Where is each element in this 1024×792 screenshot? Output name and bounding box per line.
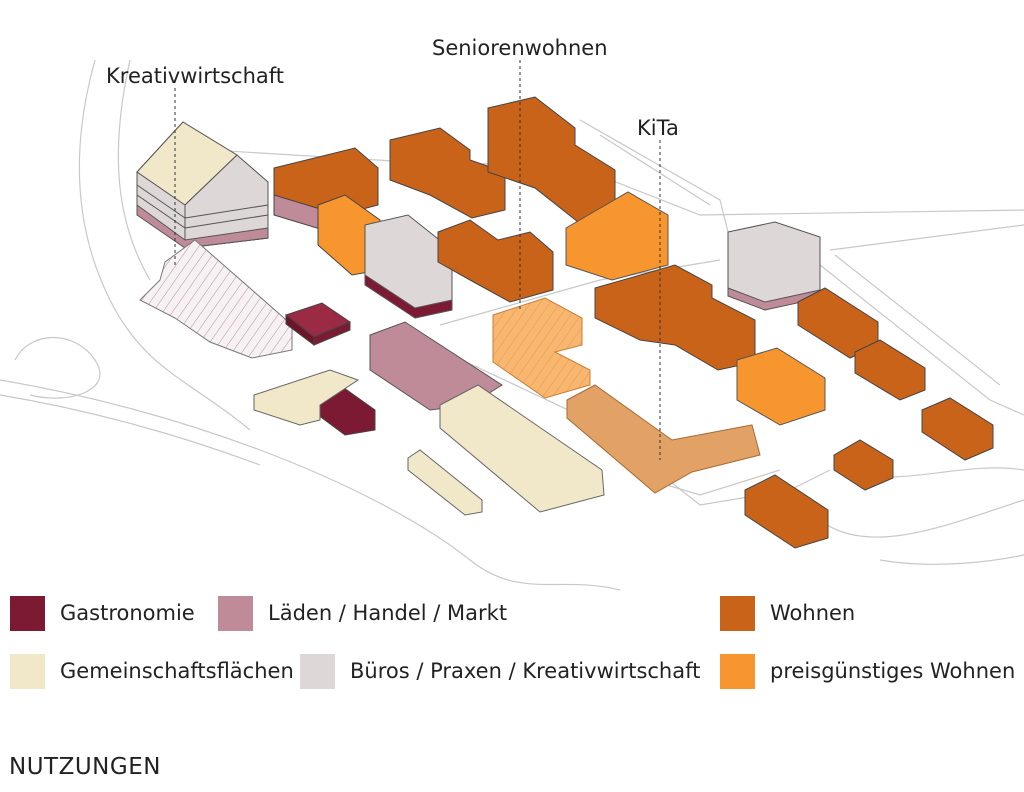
legend-swatch	[10, 654, 45, 689]
legend-swatch	[720, 654, 755, 689]
legend-label: Läden / Handel / Markt	[268, 601, 508, 625]
building-gemeinschaft-hall	[439, 384, 605, 513]
building-hatched-pavilion	[139, 239, 293, 359]
building-townhouses	[744, 287, 994, 549]
callout-kreativwirtschaft: Kreativwirtschaft	[106, 64, 285, 88]
legend-label: Gastronomie	[60, 601, 195, 625]
building-kreativwirtschaft	[136, 121, 269, 249]
callout-seniorenwohnen: Seniorenwohnen	[432, 36, 608, 60]
building-bueros-east	[727, 221, 821, 311]
legend-label: Gemeinschaftsflächen	[60, 659, 294, 683]
building-preisguenstig	[565, 191, 826, 426]
building-bueros-center	[364, 214, 453, 319]
callout-lines	[174, 60, 661, 460]
building-wohnen-west	[273, 147, 381, 276]
legend-label: preisgünstiges Wohnen	[770, 659, 1016, 683]
legend-label: Büros / Praxen / Kreativwirtschaft	[350, 659, 701, 683]
building-wohnen-north	[389, 96, 756, 371]
legend-label: Wohnen	[770, 601, 856, 625]
building-seniorenwohnen	[492, 297, 591, 399]
section-title: NUTZUNGEN	[9, 754, 161, 780]
legend-swatch	[300, 654, 335, 689]
callout-kita: KiTa	[637, 116, 679, 140]
legend-swatch	[10, 596, 45, 631]
building-kita	[566, 384, 761, 494]
legend-swatch	[218, 596, 253, 631]
legend-swatch	[720, 596, 755, 631]
building-gemeinschaft-small	[253, 369, 483, 516]
